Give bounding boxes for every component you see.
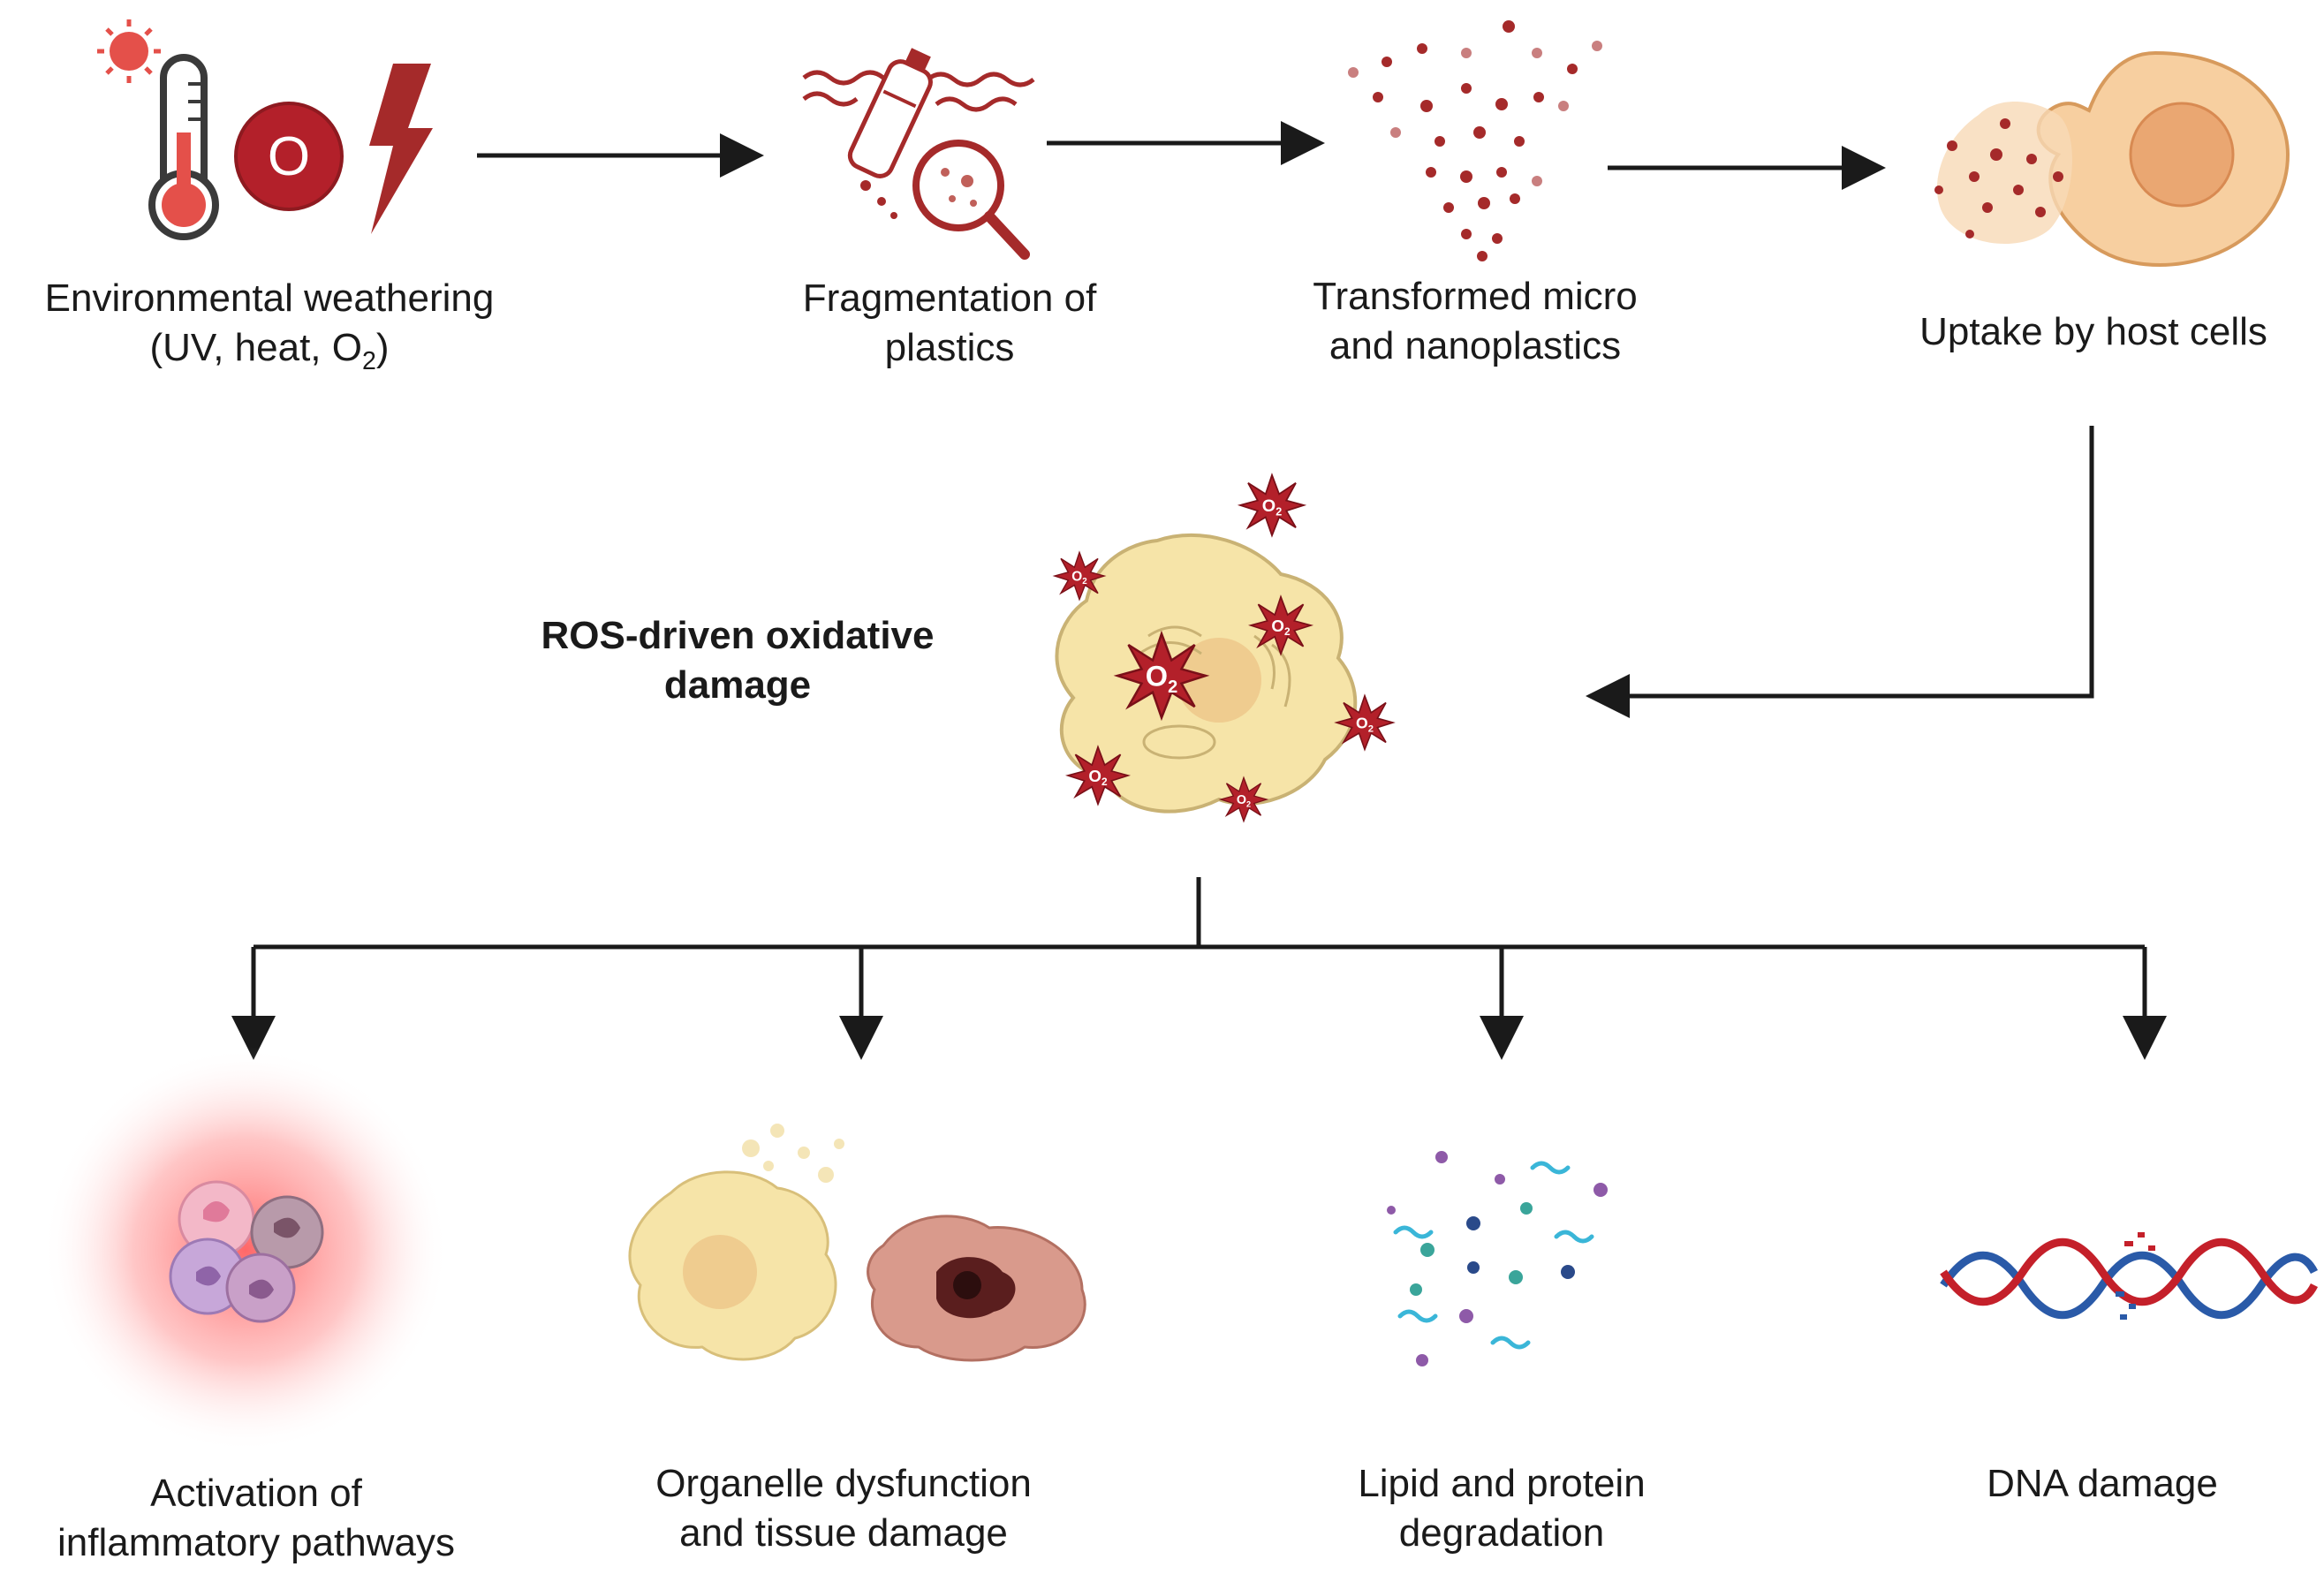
- inflammatory-label-line2: inflammatory pathways: [57, 1521, 455, 1564]
- lipid-label-line1: Lipid and protein: [1358, 1462, 1646, 1505]
- ros-burst-large: O2: [1116, 632, 1207, 719]
- svg-text:O2: O2: [1071, 570, 1087, 587]
- lightning-icon: [369, 64, 433, 234]
- ros-label-line2: damage: [663, 663, 812, 707]
- molecule-fragments-icon: [1387, 1151, 1608, 1366]
- weathering-icons: O: [97, 19, 433, 240]
- fragmentation-label: Fragmentation of plastics: [724, 274, 1175, 373]
- uptake-label-line1: Uptake by host cells: [1919, 310, 2267, 353]
- damaged-tissue-icon: [628, 1124, 1086, 1362]
- ros-burst: O2: [1220, 776, 1268, 822]
- oxygen-letter: O: [268, 126, 310, 187]
- magnifier: [912, 140, 1030, 260]
- organelle-label-line2: and tissue damage: [679, 1511, 1008, 1555]
- svg-text:O2: O2: [1262, 496, 1282, 519]
- sun-icon: [97, 19, 161, 83]
- ros-burst: O2: [1067, 746, 1129, 806]
- thermometer-icon: [148, 54, 219, 240]
- lipid-label: Lipid and protein degradation: [1281, 1459, 1722, 1558]
- ros-label: ROS-driven oxidative damage: [495, 611, 980, 710]
- svg-text:O2: O2: [1237, 793, 1251, 808]
- transformed-label: Transformed micro and nanoplastics: [1254, 272, 1696, 371]
- host-cell-icon: [1934, 50, 2290, 268]
- organelle-label: Organelle dysfunction and tissue damage: [601, 1459, 1086, 1558]
- inflammatory-label-line1: Activation of: [150, 1472, 362, 1515]
- ros-burst: O2: [1250, 595, 1312, 655]
- weathering-label-line1: Environmental weathering: [44, 276, 495, 320]
- uptake-label: Uptake by host cells: [1873, 307, 2314, 357]
- immune-cells-icon: [42, 1047, 449, 1453]
- ros-label-line1: ROS-driven oxidative: [541, 614, 935, 657]
- dna-label: DNA damage: [1899, 1459, 2305, 1509]
- plastic-bottle-magnifier-icon: [802, 48, 1035, 260]
- inflammatory-label: Activation of inflammatory pathways: [9, 1469, 503, 1568]
- ros-burst: O2: [1239, 473, 1305, 537]
- svg-text:O2: O2: [1356, 714, 1374, 734]
- arrow-uptake-to-ros: [1586, 426, 2094, 718]
- weathering-label-line2: (UV, heat, O2): [149, 326, 390, 375]
- oxygen-atom-icon: O: [234, 102, 344, 211]
- transformed-label-line2: and nanoplastics: [1329, 324, 1622, 367]
- svg-text:O2: O2: [1271, 617, 1291, 638]
- plastic-bottle: [847, 48, 933, 178]
- svg-text:O2: O2: [1146, 660, 1177, 697]
- lipid-label-line2: degradation: [1398, 1511, 1605, 1555]
- transformed-label-line1: Transformed micro: [1313, 275, 1638, 318]
- organelle-label-line1: Organelle dysfunction: [655, 1462, 1032, 1505]
- dna-helix-icon: [1940, 1232, 2319, 1320]
- particle-cloud-icon: [1348, 20, 1602, 261]
- dna-label-line1: DNA damage: [1987, 1462, 2218, 1505]
- svg-text:O2: O2: [1088, 767, 1108, 788]
- weathering-label: Environmental weathering (UV, heat, O2): [9, 274, 530, 386]
- damaged-cell-icon: O2 O2 O2 O2 O2 O2 O2: [1054, 473, 1394, 822]
- fragmentation-label-line2: plastics: [884, 326, 1015, 369]
- ros-burst: O2: [1054, 551, 1105, 601]
- ros-burst: O2: [1336, 694, 1394, 751]
- fragmentation-label-line1: Fragmentation of: [802, 276, 1097, 320]
